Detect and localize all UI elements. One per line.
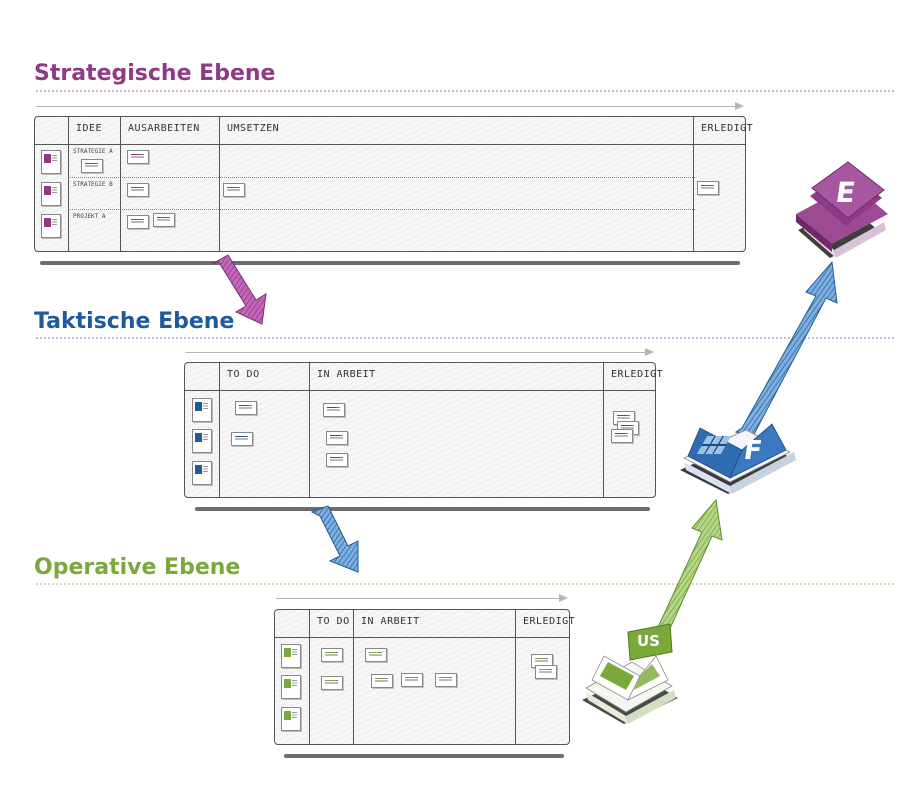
strategic-kanban-board: IDEE STRATEGIE A STRATEGIE B PROJEKT A A…: [34, 116, 753, 252]
task-card[interactable]: [81, 159, 103, 173]
operative-timeline-arrow: [276, 594, 568, 602]
tactical-timeline-arrow: [186, 348, 654, 356]
epic-book-icon: [796, 161, 888, 258]
strategic-level-title: Strategische Ebene: [34, 61, 276, 86]
column-header-todo: TO DO: [317, 616, 350, 627]
purple-down-arrow: [211, 254, 267, 325]
column-header-erledigt: ERLEDIGT: [611, 369, 664, 380]
task-card[interactable]: [127, 150, 149, 164]
header-divider: [275, 637, 569, 638]
task-card[interactable]: [127, 215, 149, 229]
column-in-arbeit: IN ARBEIT: [353, 610, 419, 744]
column-header-todo: TO DO: [227, 369, 260, 380]
task-card[interactable]: [127, 183, 149, 197]
strategic-timeline-arrow: [36, 102, 744, 110]
row-label-strategie-a: STRATEGIE A: [73, 148, 113, 155]
task-card[interactable]: [535, 665, 557, 679]
column-header-in-arbeit: IN ARBEIT: [317, 369, 376, 380]
feature-card[interactable]: [192, 429, 212, 453]
task-card[interactable]: [435, 673, 457, 687]
user-story-card[interactable]: [281, 675, 301, 699]
row-label-strategie-b: STRATEGIE B: [73, 181, 113, 188]
column-in-arbeit: IN ARBEIT: [309, 363, 375, 497]
story-flag-label: US: [637, 632, 660, 650]
task-card[interactable]: [153, 213, 175, 227]
column-erledigt: ERLEDIGT: [603, 363, 663, 497]
column-header-in-arbeit: IN ARBEIT: [361, 616, 420, 627]
operative-level-dotted-line: [36, 583, 894, 585]
tactical-level-dotted-line: [36, 337, 894, 339]
task-card[interactable]: [321, 648, 343, 662]
task-card[interactable]: [531, 654, 553, 668]
blue-down-arrow: [310, 505, 359, 573]
operative-board-shadow: [284, 754, 564, 758]
row-divider: [68, 177, 695, 178]
user-story-card[interactable]: [281, 644, 301, 668]
strategic-board-shadow: [40, 261, 740, 265]
column-idee: IDEE STRATEGIE A STRATEGIE B PROJEKT A: [68, 117, 113, 251]
task-card[interactable]: [323, 403, 345, 417]
task-card[interactable]: [231, 432, 253, 446]
column-header-erledigt: ERLEDIGT: [701, 123, 754, 134]
column-todo: TO DO: [309, 610, 349, 744]
task-card[interactable]: [401, 673, 423, 687]
epic-card[interactable]: [41, 182, 61, 206]
task-card[interactable]: [326, 431, 348, 445]
task-card[interactable]: [611, 429, 633, 443]
epic-card[interactable]: [41, 150, 61, 174]
column-ausarbeiten: AUSARBEITEN: [120, 117, 199, 251]
user-story-card[interactable]: [281, 707, 301, 731]
task-card[interactable]: [235, 401, 257, 415]
task-card[interactable]: [371, 674, 393, 688]
row-label-projekt-a: PROJEKT A: [73, 213, 106, 220]
task-card[interactable]: [321, 676, 343, 690]
header-divider: [35, 144, 745, 145]
column-erledigt: ERLEDIGT: [693, 117, 753, 251]
tactical-level-title: Taktische Ebene: [34, 309, 235, 334]
column-header-erledigt: ERLEDIGT: [523, 616, 576, 627]
strategic-level-dotted-line: [36, 90, 894, 92]
column-erledigt: ERLEDIGT: [515, 610, 575, 744]
task-card[interactable]: [697, 181, 719, 195]
user-story-book-icon: [582, 623, 678, 724]
task-card[interactable]: [326, 453, 348, 467]
tactical-kanban-board: TO DO IN ARBEIT ERLEDIGT: [184, 362, 663, 498]
tactical-board-shadow: [195, 507, 650, 511]
task-card[interactable]: [365, 648, 387, 662]
column-header-ausarbeiten: AUSARBEITEN: [128, 123, 200, 134]
header-divider: [185, 390, 655, 391]
column-umsetzen: UMSETZEN: [219, 117, 279, 251]
feature-card[interactable]: [192, 398, 212, 422]
row-divider: [68, 209, 695, 210]
operative-level-title: Operative Ebene: [34, 555, 241, 580]
green-up-arrow: [646, 498, 723, 647]
column-header-umsetzen: UMSETZEN: [227, 123, 280, 134]
task-card[interactable]: [223, 183, 245, 197]
feature-card[interactable]: [192, 461, 212, 485]
column-todo: TO DO: [219, 363, 259, 497]
feature-book-icon: [680, 423, 796, 494]
blue-up-arrow: [734, 260, 838, 439]
operative-kanban-board: TO DO IN ARBEIT ERLEDIGT: [274, 609, 575, 745]
epic-card[interactable]: [41, 214, 61, 238]
column-header-idee: IDEE: [76, 123, 103, 134]
